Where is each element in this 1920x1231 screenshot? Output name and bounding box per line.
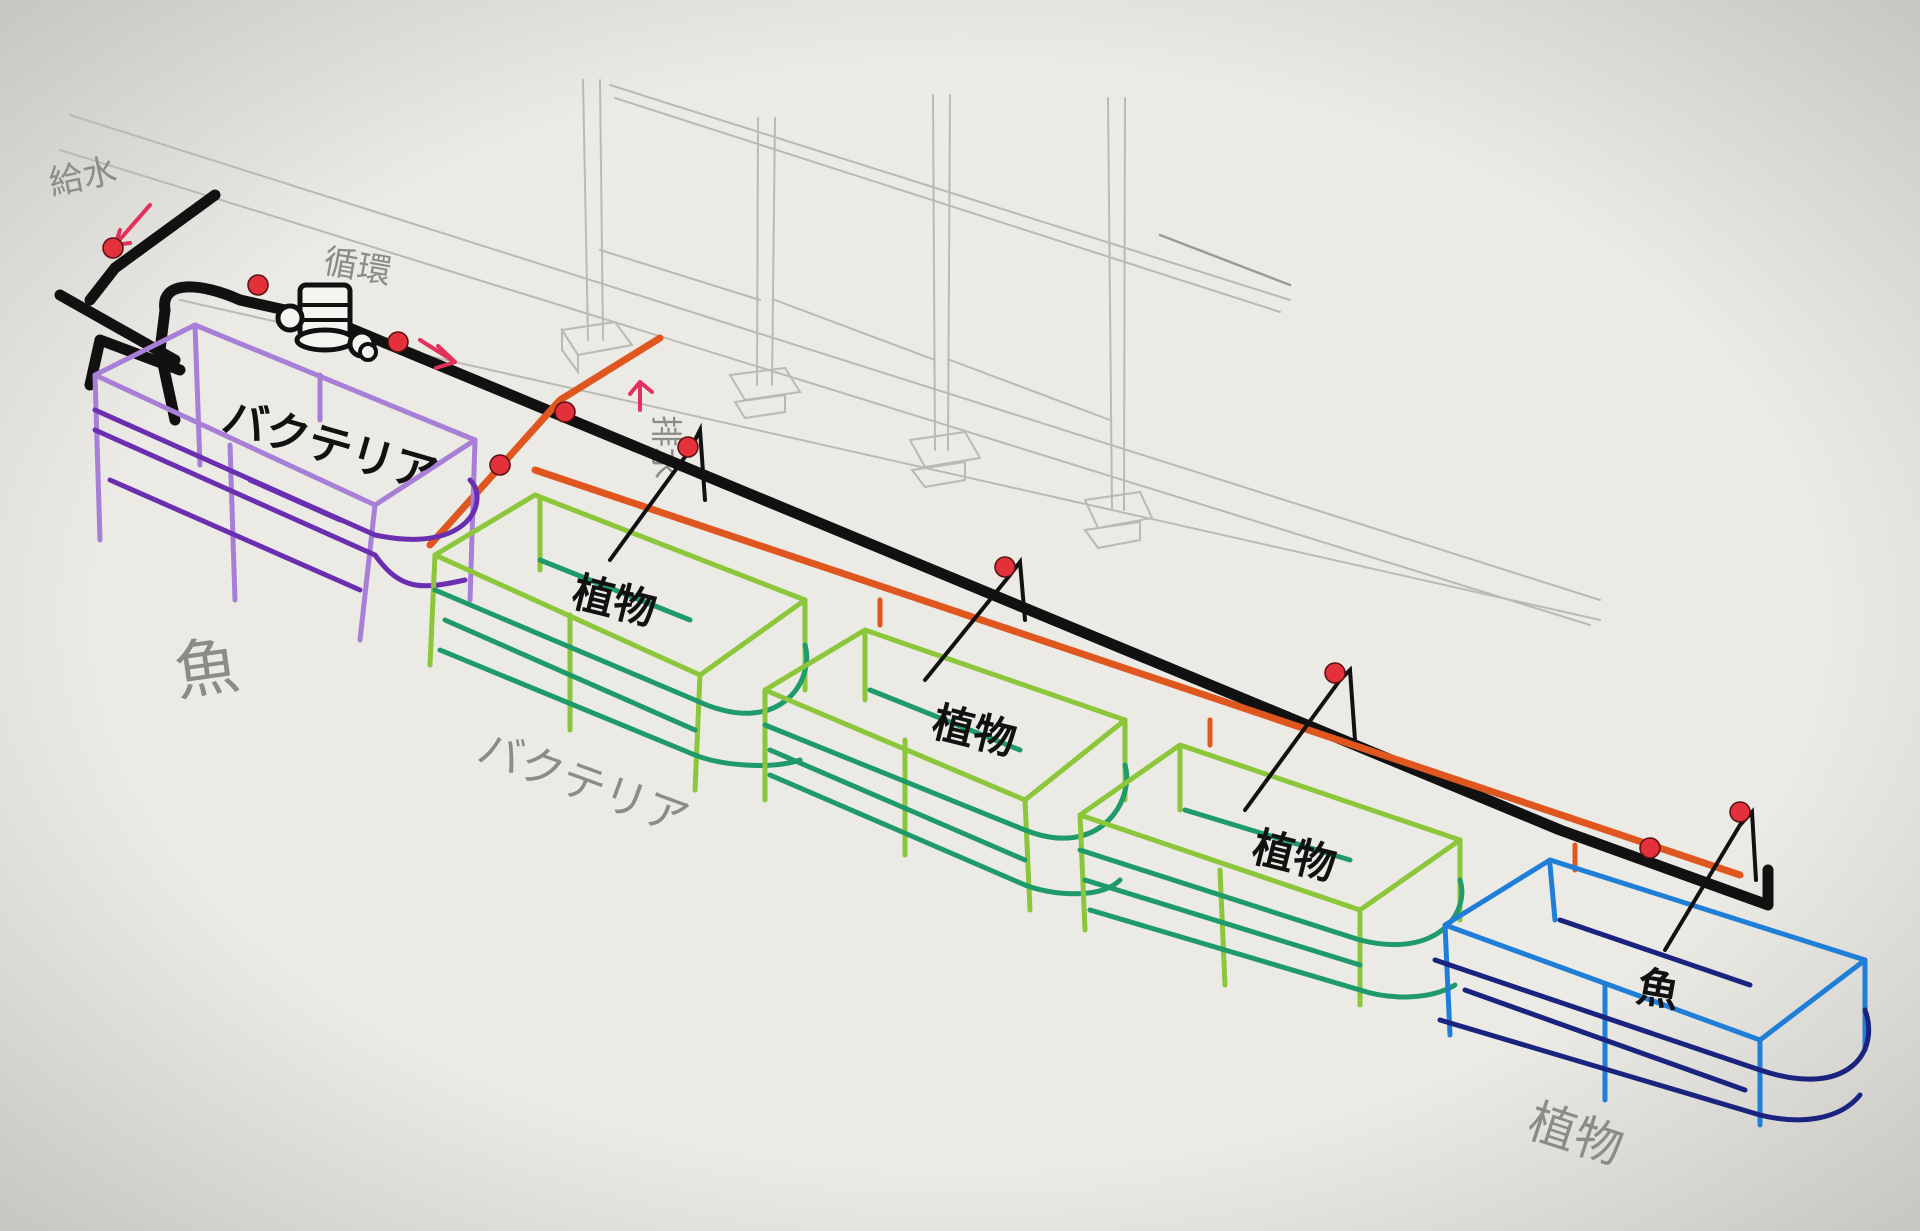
tank-plants-4: [1077, 742, 1465, 1008]
valve-feed-3-icon: [994, 556, 1016, 578]
tank-fish-5: [1432, 857, 1872, 1128]
label-tank1-bottom: 魚: [170, 629, 244, 711]
flow-arrows: [113, 203, 654, 412]
label-tank5: 魚: [1633, 962, 1683, 1018]
valve-supply-icon: [102, 237, 124, 259]
valve-drain-2-icon: [489, 454, 511, 476]
tank-plants-2: [427, 492, 810, 793]
tank-bacteria-1: [92, 322, 480, 643]
valve-drain-end-icon: [1639, 837, 1661, 859]
pump: [275, 282, 378, 362]
valve-feed-4-icon: [1324, 662, 1346, 684]
valve-drain-1-icon: [554, 401, 576, 423]
valve-pump-out-icon: [387, 331, 409, 353]
valves: [102, 237, 1751, 859]
valve-feed-2-icon: [677, 436, 699, 458]
water-supply-pipe: [54, 189, 221, 374]
pencil-background-frame: [59, 79, 1601, 626]
valve-pump-in-icon: [247, 274, 269, 296]
valve-feed-5-icon: [1729, 801, 1751, 823]
